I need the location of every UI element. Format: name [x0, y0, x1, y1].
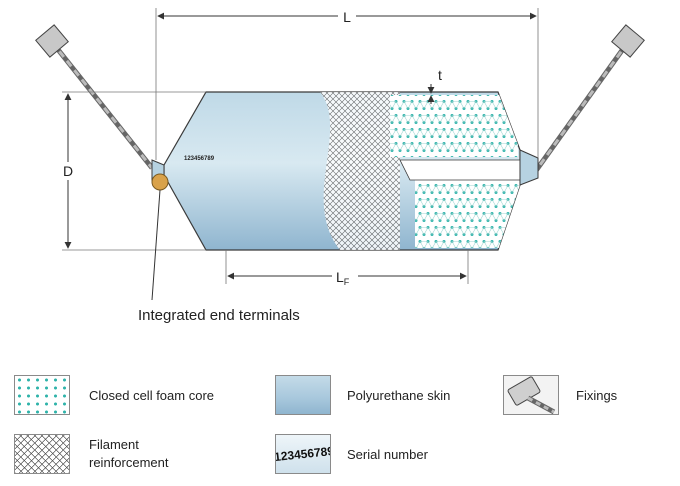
svg-text:LF: LF: [336, 269, 350, 287]
dim-label-l: L: [343, 9, 351, 25]
left-chain: [35, 24, 154, 170]
filament-swatch: [14, 434, 70, 474]
legend-serial-number: Serial number: [347, 447, 428, 462]
dim-label-t: t: [438, 67, 442, 83]
pu-skin-swatch: [275, 375, 331, 415]
dim-label-d: D: [63, 163, 73, 179]
fixings-swatch: [503, 375, 559, 415]
serial-number-swatch: 123456789: [275, 434, 331, 474]
dimension-fabric-length: LF: [225, 250, 469, 287]
dimension-thickness: t: [427, 67, 442, 104]
legend-filament-line1: Filament: [89, 437, 139, 452]
serial-stamp: 123456789: [184, 156, 215, 162]
callout-label: Integrated end terminals: [138, 307, 300, 324]
end-terminal-icon: [151, 173, 169, 191]
dimension-diameter: D: [58, 91, 206, 251]
dim-label-lf-sub: F: [344, 277, 350, 287]
dim-label-lf: L: [336, 269, 344, 285]
dimension-length: L: [155, 8, 539, 160]
legend-filament-line2: reinforcement: [89, 455, 169, 470]
legend-pu-skin: Polyurethane skin: [347, 388, 451, 403]
foam-core-swatch: [14, 375, 70, 415]
fender-body: 123456789: [151, 91, 539, 251]
legend-foam-core: Closed cell foam core: [89, 388, 214, 403]
fixings-icon: [507, 376, 556, 414]
legend-fixings: Fixings: [576, 388, 618, 403]
serial-swatch-text: 123456789: [275, 443, 331, 465]
right-chain: [532, 24, 645, 174]
callout-leader-line: [151, 189, 161, 301]
